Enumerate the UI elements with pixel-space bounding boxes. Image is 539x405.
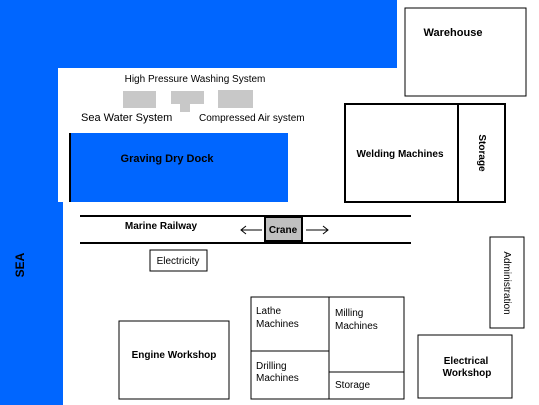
machinery-units [123,90,253,112]
administration-label: Administration [501,251,512,314]
marine-railway-label: Marine Railway [125,221,198,232]
arrow-left-icon [240,225,262,235]
storage-bottom-label: Storage [335,380,370,391]
administration-box [489,236,525,329]
machinery-block [123,91,156,108]
graving-dock-label: Graving Dry Dock [121,153,215,165]
high-pressure-label: High Pressure Washing System [125,74,266,85]
machine-shop-box [250,296,405,400]
storage-top-label: Storage [476,134,487,172]
crane-box [264,216,303,242]
arrow-right-icon [306,225,329,235]
sea-area [0,0,397,405]
drilling-label-line2: Machines [256,373,299,384]
drilling-label-line1: Drilling [256,361,287,372]
warehouse-box [404,7,527,97]
welding-label: Welding Machines [356,149,443,160]
milling-label-line2: Machines [335,321,378,332]
electrical-label-line1: Electrical [444,356,489,367]
graving-dry-dock [70,133,288,202]
machinery-block [171,91,204,104]
electrical-label-line2: Workshop [443,368,492,379]
warehouse-label: Warehouse [424,27,483,39]
electricity-box [149,249,208,272]
crane-label: Crane [269,225,298,236]
engine-workshop-label: Engine Workshop [132,350,217,361]
machinery-block [218,90,253,108]
engine-workshop-box [118,320,230,400]
electrical-workshop-box [417,334,513,399]
compressed-air-label: Compressed Air system [199,113,305,124]
electricity-label: Electricity [157,256,200,267]
milling-label-line1: Milling [335,308,363,319]
lathe-label-line1: Lathe [256,306,281,317]
sea-label: SEA [13,252,27,277]
sea-water-label: Sea Water System [81,112,172,124]
machinery-block [180,104,190,112]
welding-box [344,103,506,203]
lathe-label-line2: Machines [256,319,299,330]
